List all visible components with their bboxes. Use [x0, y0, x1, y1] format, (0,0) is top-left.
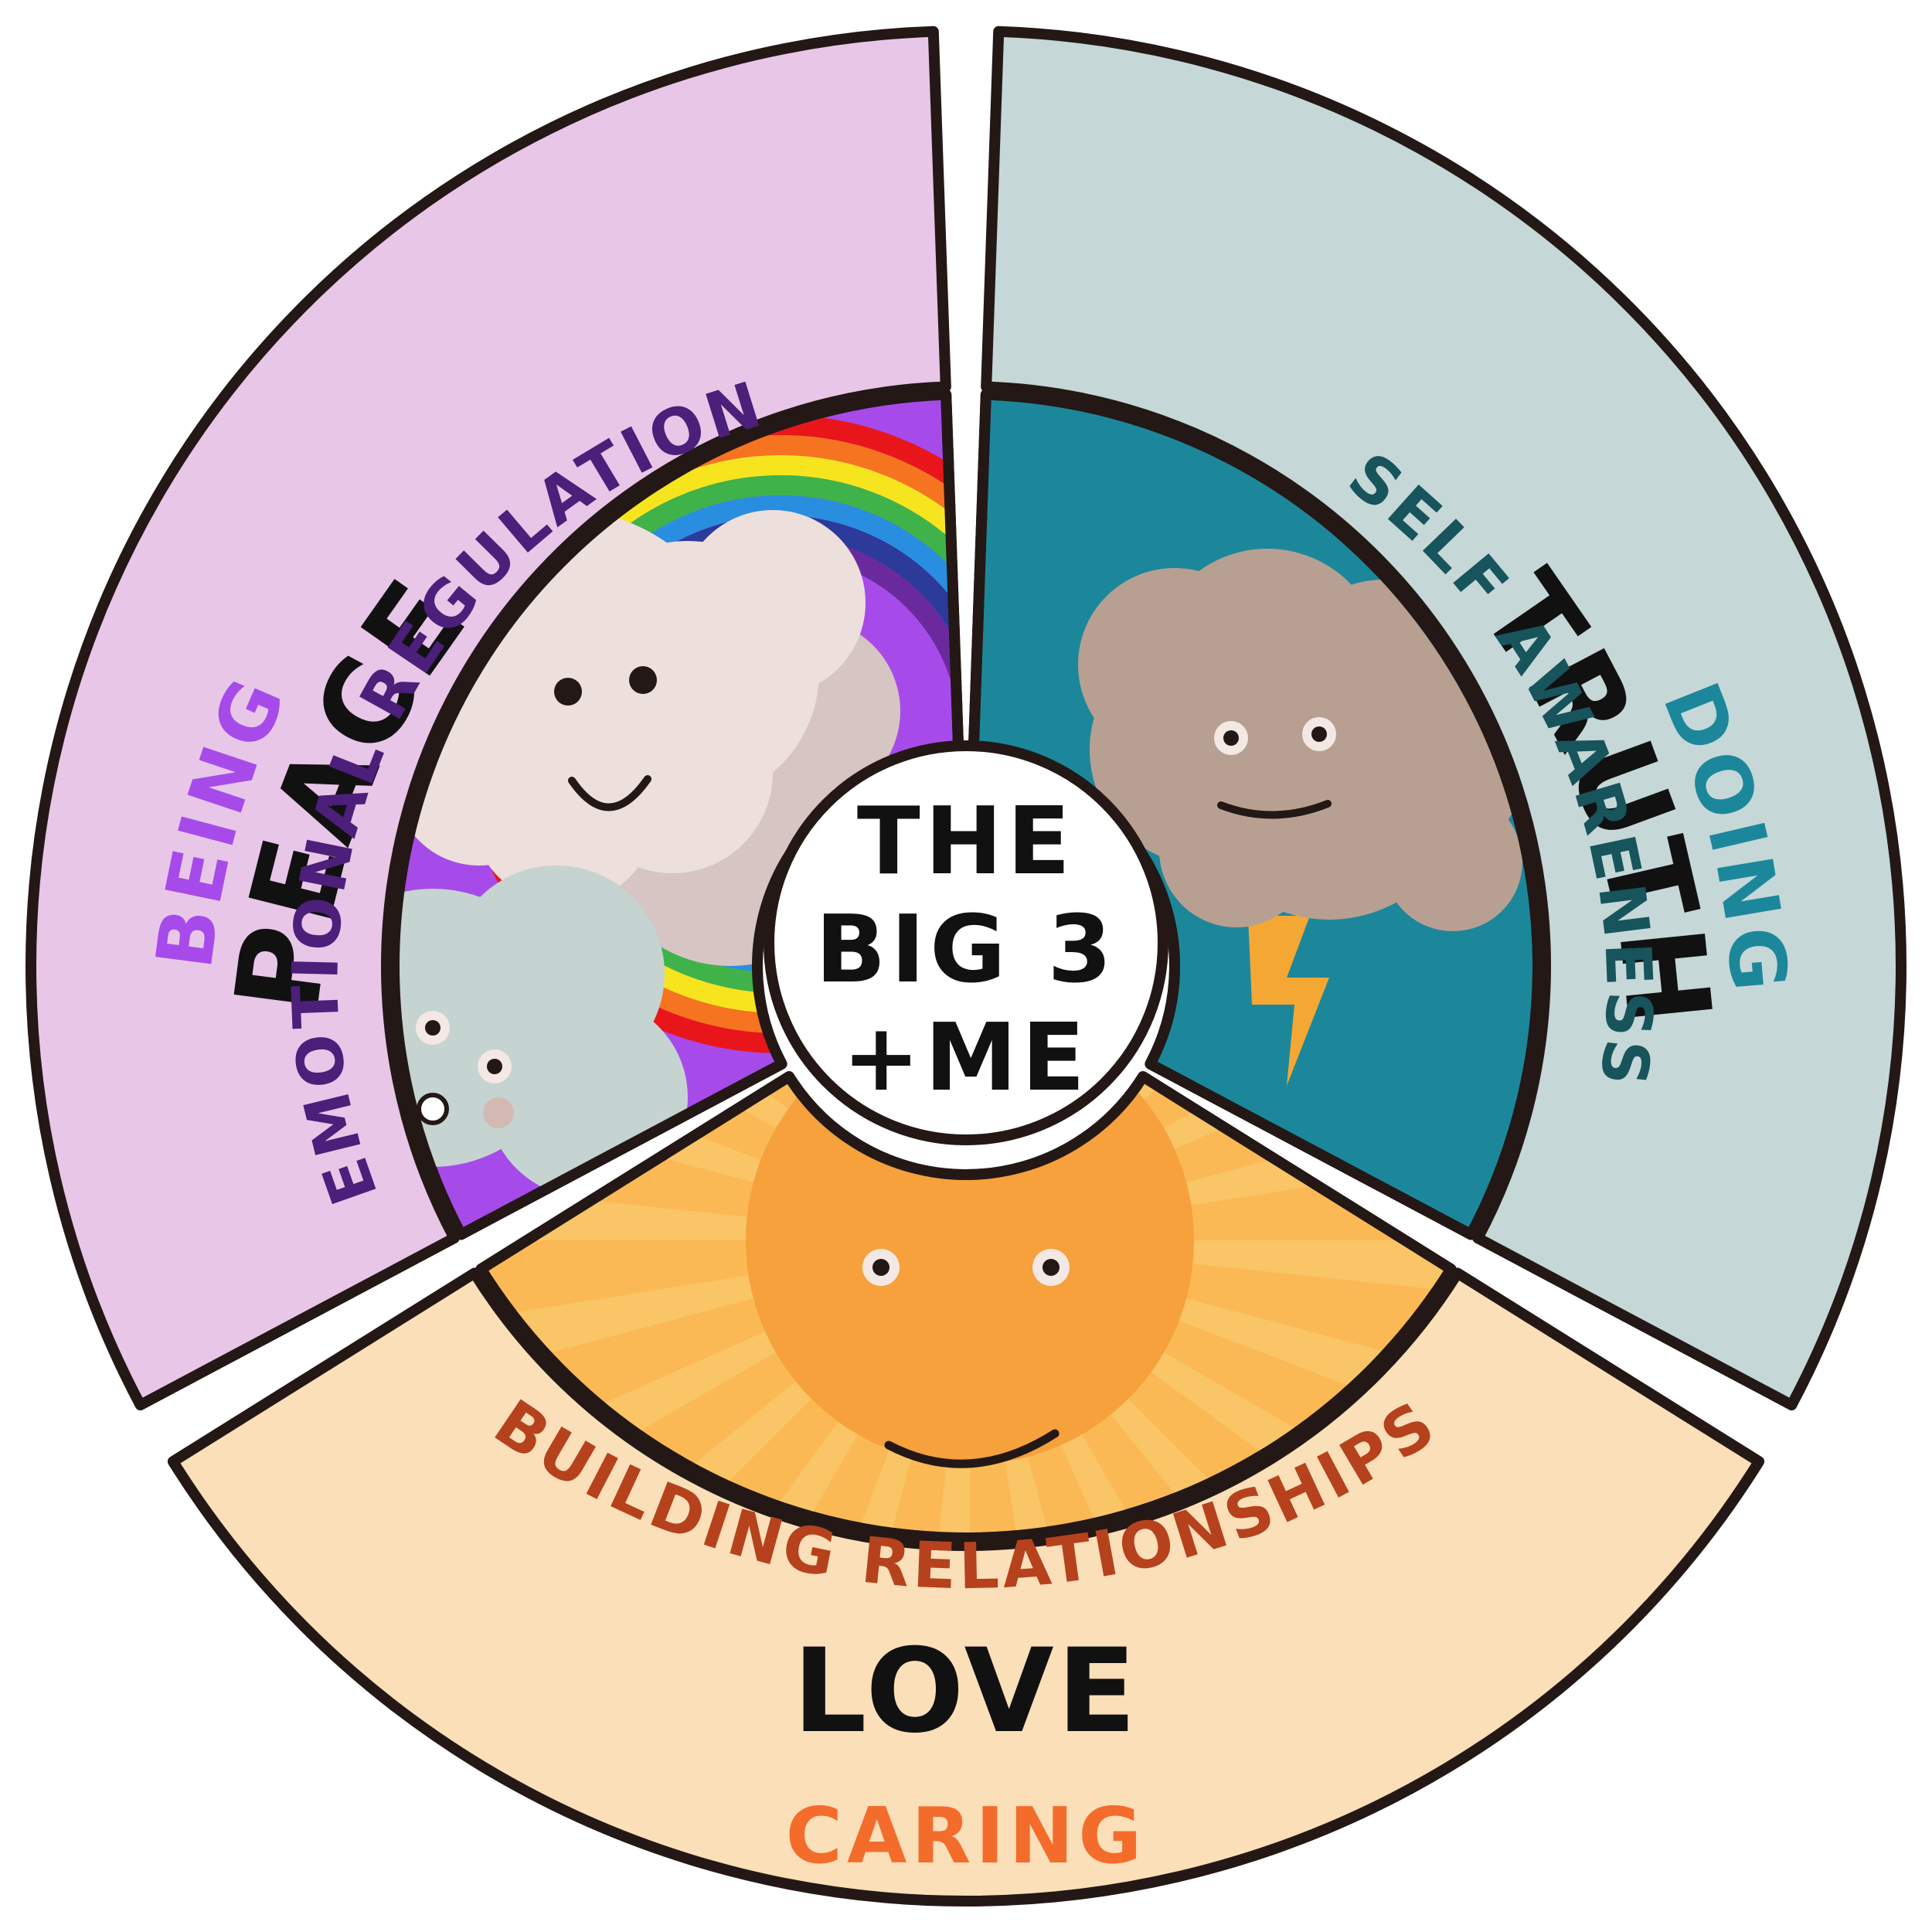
truth-outer-band — [981, 26, 1906, 1411]
love-inner-outline — [475, 1071, 1457, 1543]
love-keyword: CARING — [786, 1791, 1147, 1881]
storm-cloud-icon — [1078, 549, 1522, 931]
truth-illustration — [1078, 549, 1522, 1086]
love-title: LOVE — [793, 1624, 1139, 1759]
hub-line-1: THE — [857, 788, 1075, 896]
lightning-bolt-icon — [1248, 916, 1329, 1086]
hub-circle — [764, 740, 1168, 1145]
peace-illustration — [393, 415, 959, 1198]
section-truth[interactable]: DOING TRUTH SELF AWARENESS — [968, 26, 1906, 1411]
section-peace[interactable]: BEING PEACE EMOTIONAL REGULATION — [26, 26, 1090, 1411]
center-hub[interactable]: THE BIG 3 +ME — [764, 740, 1168, 1145]
hub-line-3: +ME — [842, 1005, 1090, 1112]
hub-line-2: BIG 3 — [815, 896, 1117, 1004]
peace-outer-band — [26, 26, 951, 1411]
love-outer-band — [167, 1267, 1765, 1906]
